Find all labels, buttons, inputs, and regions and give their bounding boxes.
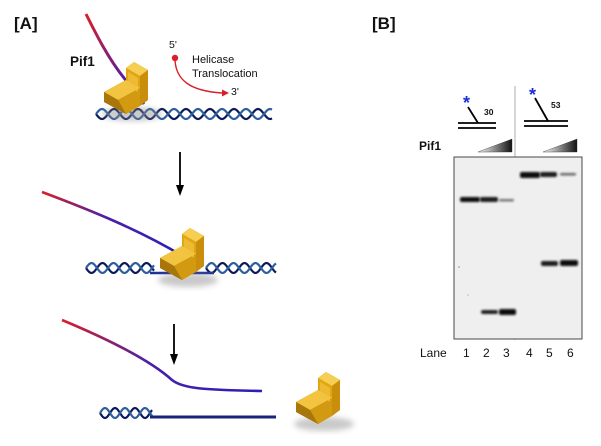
lane-number-3: 3 — [503, 346, 510, 360]
translocation-arrowhead — [222, 89, 229, 97]
band-lane3-substrate — [499, 199, 514, 202]
band-lane3-product — [499, 309, 516, 315]
lane-number-2: 2 — [483, 346, 490, 360]
band-lane1-substrate — [460, 197, 480, 202]
lane-number-1: 1 — [463, 346, 470, 360]
step3-products — [61, 318, 354, 431]
band-lane2-substrate — [480, 197, 498, 202]
step3-pif1-released — [294, 372, 354, 431]
substrate-left-length: 30 — [484, 107, 494, 117]
band-lane5-substrate — [540, 172, 557, 177]
step2-pif1-helicase — [158, 228, 218, 287]
lane-number-4: 4 — [526, 346, 533, 360]
translocation-arrow — [174, 59, 223, 94]
band-lane6-substrate — [560, 173, 576, 176]
five-prime-label: 5' — [169, 39, 177, 51]
step1-helicase-on-fork: Pif1 5' 3' Helicase Translocation — [70, 13, 273, 121]
step2-ssdna-strand — [41, 190, 187, 260]
translocation-label-line1: Helicase — [192, 54, 234, 66]
step1-pif1-helicase — [102, 62, 162, 121]
translocation-label-line2: Translocation — [192, 68, 258, 80]
lane-number-6: 6 — [567, 346, 574, 360]
substrate-right-schematic: * 53 — [524, 85, 568, 127]
band-lane4-substrate — [520, 172, 540, 178]
band-lane5-product — [541, 261, 558, 266]
pif1-gradient-wedge-left — [477, 138, 513, 153]
step3-duplex-remnant — [99, 406, 153, 420]
band-lane2-product — [481, 310, 498, 314]
gel-image — [453, 156, 583, 340]
step2-duplex-right-b — [205, 261, 277, 275]
substrate-left-star: * — [463, 93, 470, 113]
lane-prefix: Lane — [420, 346, 447, 360]
pif1-concentration-label: Pif1 — [419, 139, 441, 153]
step2-duplex-left-b — [85, 261, 155, 275]
pif1-gradient-wedge-right — [542, 138, 578, 153]
substrate-right-star: * — [529, 85, 536, 105]
lane-number-5: 5 — [546, 346, 553, 360]
step3-duplex-remnant-b — [99, 406, 153, 420]
panel-a-label: [A] — [14, 14, 38, 33]
step-arrow-2 — [170, 324, 178, 365]
three-prime-label: 3' — [231, 86, 239, 98]
substrate-right-length: 53 — [551, 100, 561, 110]
lane-labels: Lane 1 2 3 4 5 6 — [420, 346, 574, 360]
step1-pif1-label: Pif1 — [70, 54, 95, 69]
substrate-left-schematic: * 30 — [458, 93, 496, 129]
step-arrow-1 — [176, 152, 184, 196]
five-prime-dot — [171, 54, 179, 62]
step3-displaced-strand — [61, 318, 263, 393]
step2-unwinding — [41, 190, 277, 287]
band-lane6-product — [560, 260, 578, 266]
panel-b-label: [B] — [372, 14, 396, 33]
